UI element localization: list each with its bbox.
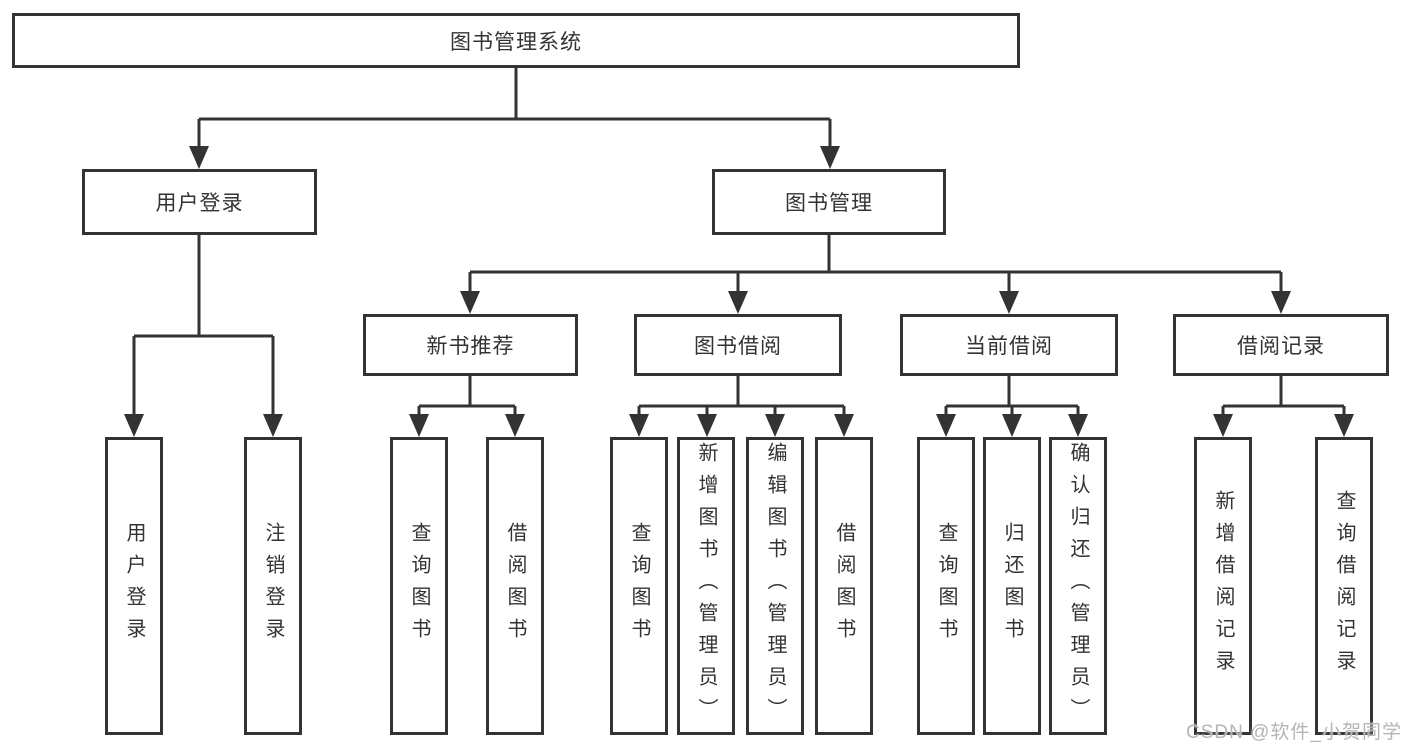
node-library-management-system: 图书管理系统 [12,13,1020,68]
node-book-management: 图书管理 [712,169,946,235]
watermark: CSDN @软件_小贺同学 [1186,722,1402,743]
leaf-query-books-current: 查询图书 [917,437,975,735]
leaf-query-borrow-record: 查询借阅记录 [1315,437,1373,735]
node-user-login: 用户登录 [82,169,317,235]
node-current-borrowing: 当前借阅 [900,314,1118,376]
leaf-add-book-admin: 新增图书（管理员） [677,437,735,735]
leaf-user-login: 用户登录 [105,437,163,735]
node-book-borrowing: 图书借阅 [634,314,842,376]
leaf-borrow-books-borrowing: 借阅图书 [815,437,873,735]
leaf-query-books-recommendation: 查询图书 [390,437,448,735]
node-new-book-recommendation: 新书推荐 [363,314,578,376]
leaf-query-books-borrowing: 查询图书 [610,437,668,735]
leaf-logout: 注销登录 [244,437,302,735]
leaf-edit-book-admin: 编辑图书（管理员） [746,437,804,735]
leaf-borrow-books-recommendation: 借阅图书 [486,437,544,735]
leaf-add-borrow-record: 新增借阅记录 [1194,437,1252,735]
leaf-return-books: 归还图书 [983,437,1041,735]
node-borrowing-records: 借阅记录 [1173,314,1389,376]
leaf-confirm-return-admin: 确认归还（管理员） [1049,437,1107,735]
